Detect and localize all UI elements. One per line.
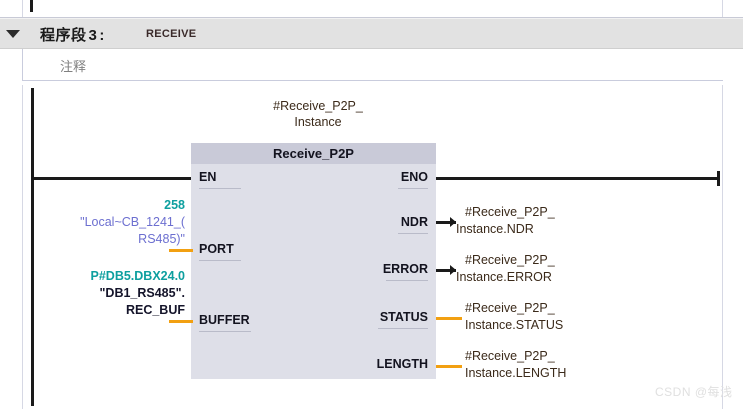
wire-status [436, 317, 462, 320]
wire-buffer [169, 320, 193, 323]
pin-length[interactable]: LENGTH [376, 357, 428, 371]
network-name: RECEIVE [146, 28, 197, 40]
network-comment-field[interactable]: 注释 [22, 49, 723, 81]
ladder-canvas: #Receive_P2P_ Instance Receive_P2P EN PO… [22, 85, 723, 409]
arrow-error-icon [450, 265, 456, 275]
operand-length[interactable]: #Receive_P2P_ Instance.LENGTH [465, 348, 655, 382]
block-instance-label-line2: Instance [294, 115, 342, 129]
operand-status-l1: #Receive_P2P_ [465, 301, 555, 315]
network-colon: : [99, 27, 105, 44]
pin-ndr[interactable]: NDR [400, 215, 428, 229]
pin-eno[interactable]: ENO [400, 170, 428, 184]
operand-buffer-name-l2: REC_BUF [125, 303, 185, 317]
network-title-label: 程序段 [40, 27, 87, 44]
operand-ndr-l2: Instance.NDR [456, 222, 534, 236]
operand-ndr[interactable]: #Receive_P2P_ Instance.NDR [456, 204, 646, 238]
operand-buffer-name-l1: "DB1_RS485". [99, 286, 185, 300]
operand-error-l2: Instance.ERROR [456, 270, 552, 284]
network-comment-row[interactable]: 注释 [0, 49, 743, 82]
operand-buffer-value: P#DB5.DBX24.0 [90, 269, 186, 283]
operand-error-l1: #Receive_P2P_ [465, 253, 555, 267]
operand-length-l1: #Receive_P2P_ [465, 349, 555, 363]
pin-en[interactable]: EN [199, 170, 217, 184]
wire-ndr [436, 221, 456, 224]
operand-status-l2: Instance.STATUS [465, 318, 564, 332]
operand-port-value: 258 [164, 198, 185, 212]
ladder-panel-edge [22, 0, 723, 17]
block-instance-label: #Receive_P2P_ Instance [223, 98, 413, 130]
operand-length-l2: Instance.LENGTH [465, 366, 567, 380]
wire-port [169, 249, 193, 252]
wire-length [436, 365, 462, 368]
rung-wire-en [33, 177, 193, 180]
operand-port-name-l2: RS485)" [138, 232, 185, 246]
rung-wire-eno [436, 177, 719, 180]
previous-network-strip [0, 0, 743, 18]
power-rail-stub [30, 0, 33, 12]
operand-error[interactable]: #Receive_P2P_ Instance.ERROR [456, 252, 646, 286]
pin-port[interactable]: PORT [199, 242, 234, 256]
power-rail [31, 88, 34, 406]
watermark: CSDN @每浅 [655, 385, 733, 399]
pin-error-underline [386, 280, 428, 281]
block-instance-label-line1: #Receive_P2P_ [273, 99, 363, 113]
network-number: 3 [88, 27, 98, 44]
function-block-receive-p2p[interactable]: Receive_P2P EN PORT BUFFER ENO NDR ERROR… [191, 143, 436, 379]
operand-port[interactable]: 258 "Local~CB_1241_( RS485)" [9, 197, 185, 248]
pin-error[interactable]: ERROR [382, 262, 428, 276]
triangle-down-icon[interactable] [6, 30, 20, 38]
wire-error [436, 269, 456, 272]
arrow-ndr-icon [450, 217, 456, 227]
pin-status-underline [378, 328, 428, 329]
operand-ndr-l1: #Receive_P2P_ [465, 205, 555, 219]
operand-port-name-l1: "Local~CB_1241_( [80, 215, 185, 229]
pin-buffer-underline [199, 331, 251, 332]
pin-status[interactable]: STATUS [379, 310, 428, 324]
pin-ndr-underline [398, 233, 428, 234]
pin-port-underline [199, 260, 241, 261]
operand-buffer[interactable]: P#DB5.DBX24.0 "DB1_RS485". REC_BUF [9, 268, 186, 319]
pin-buffer[interactable]: BUFFER [199, 313, 250, 327]
operand-status[interactable]: #Receive_P2P_ Instance.STATUS [465, 300, 655, 334]
rung-wire-eno-terminator [717, 171, 720, 186]
function-block-title: Receive_P2P [191, 143, 436, 164]
network-comment-placeholder: 注释 [60, 59, 87, 74]
pin-eno-underline [398, 188, 428, 189]
pin-en-underline [199, 188, 241, 189]
